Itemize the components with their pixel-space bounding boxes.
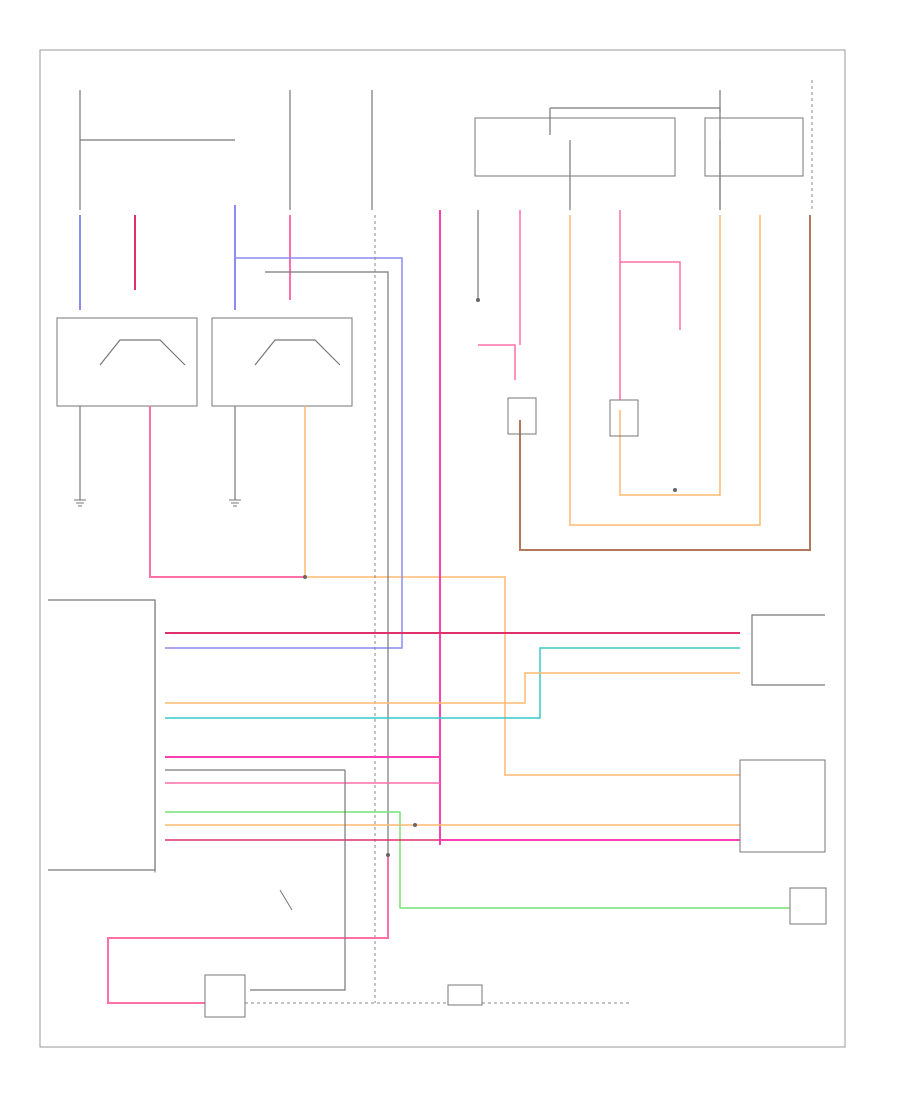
right-mid-module (740, 760, 825, 852)
left-switch-contacts (100, 340, 185, 365)
relay-module-left (475, 118, 675, 176)
orange-bus-wire (305, 406, 740, 775)
top-right-relay-group (475, 108, 803, 210)
ground-icon (229, 500, 241, 506)
right-bottom-module (790, 888, 826, 924)
left-door-lock-switch (57, 318, 197, 406)
pink-short-wire (478, 345, 515, 380)
orange-harness-wire (165, 673, 740, 703)
gray-crossover-wire (265, 272, 388, 855)
pink-bottom-loop (108, 855, 388, 1003)
module-harness-wires (165, 633, 790, 908)
right-rear-actuator (610, 400, 638, 436)
blue-crossover-wire (165, 258, 402, 648)
left-rear-actuator (508, 398, 536, 434)
orange-inner-loop (620, 215, 720, 495)
junction-dot (413, 823, 417, 827)
black-bottom-wire (250, 770, 345, 990)
bottom-switch-left (205, 975, 245, 1017)
brown-loop-wire (520, 215, 810, 550)
top-power-feeds (80, 80, 812, 210)
left-main-module (48, 600, 155, 870)
diagram-frame (40, 50, 845, 1047)
ground-symbols (74, 500, 241, 506)
bottom-switch-right (448, 985, 482, 1005)
right-top-module (752, 615, 825, 685)
junction-dot (386, 853, 390, 857)
pink-bus-wire (150, 406, 305, 577)
right-column-wires (440, 210, 810, 845)
junction-dot (476, 298, 480, 302)
right-door-lock-switch (212, 318, 352, 406)
teal-harness-wire (165, 648, 740, 718)
junction-dot (673, 488, 677, 492)
junction-dot (303, 575, 307, 579)
ground-icon (74, 500, 86, 506)
right-switch-contacts (255, 340, 340, 365)
bottom-ground-lead (280, 890, 292, 910)
pink-branch (620, 262, 680, 330)
relay-bus (550, 108, 720, 112)
green-harness-wire (165, 812, 790, 908)
